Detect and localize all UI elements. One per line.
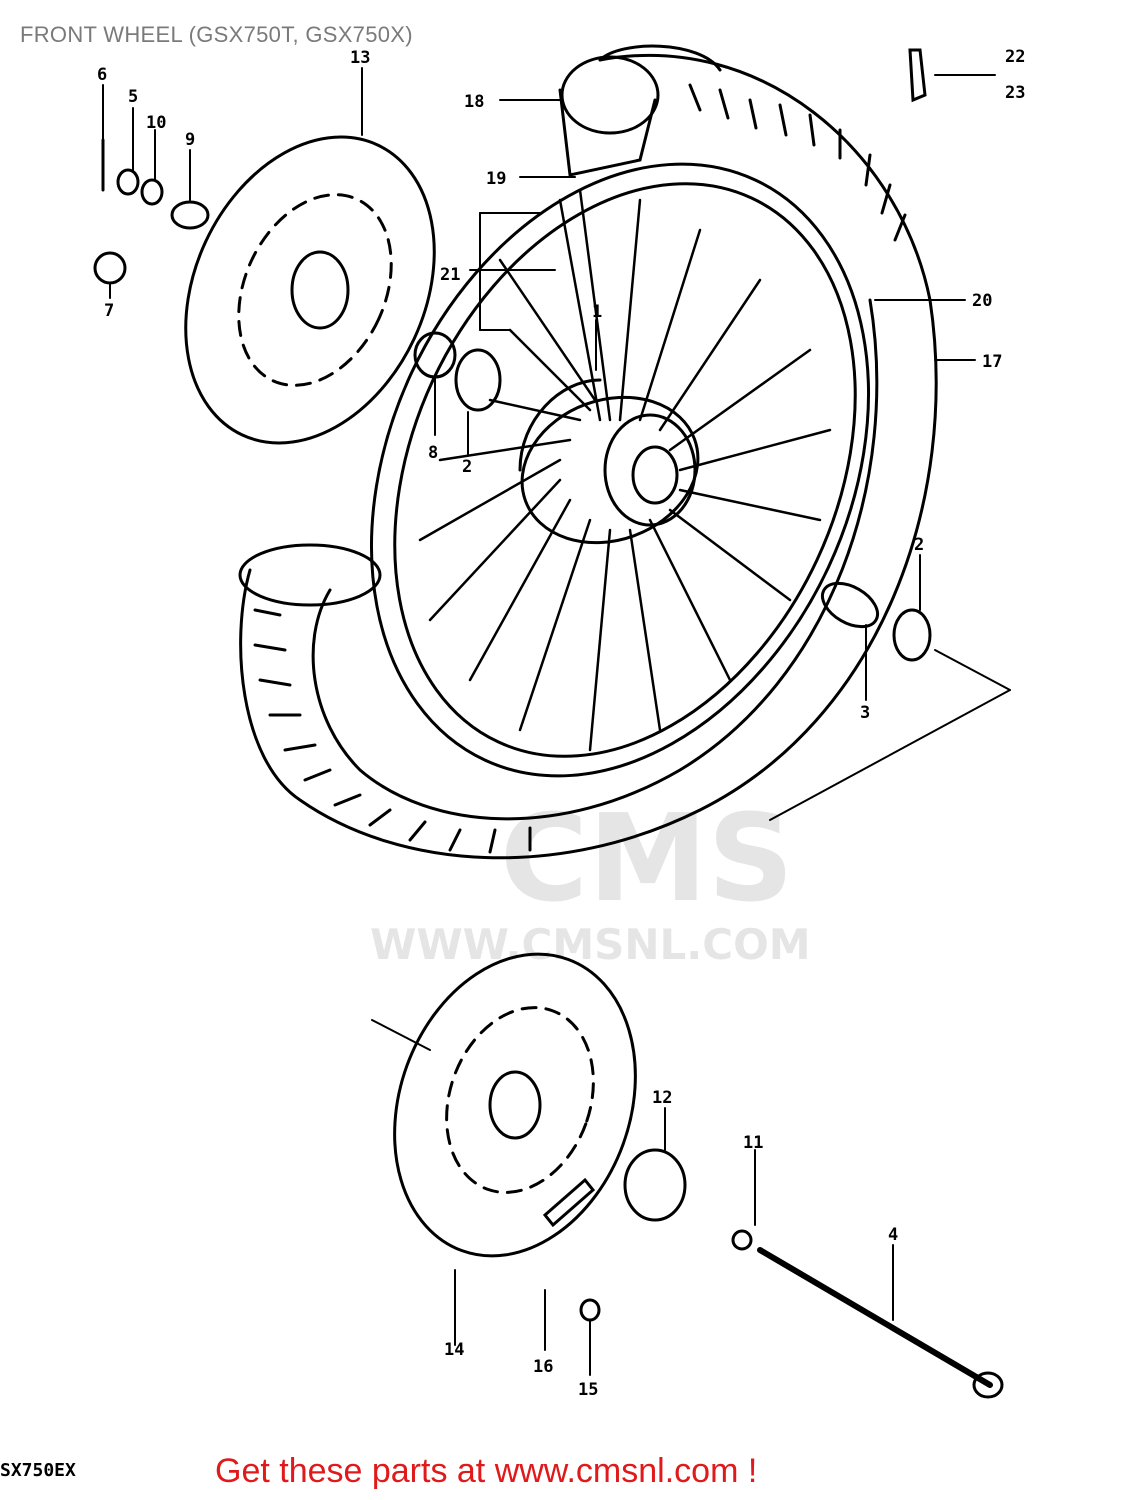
page-title: FRONT WHEEL (GSX750T, GSX750X) — [20, 22, 413, 47]
callout-3: 3 — [860, 703, 870, 723]
callout-10: 10 — [146, 113, 166, 133]
callout-labels: 6 5 10 9 7 13 18 19 21 1 8 2 2 3 20 17 2… — [97, 47, 1025, 1400]
callout-12: 12 — [652, 1088, 672, 1108]
callout-21: 21 — [440, 265, 460, 285]
callout-8: 8 — [428, 443, 438, 463]
callout-18: 18 — [464, 92, 484, 112]
callout-15: 15 — [578, 1380, 598, 1400]
callout-11: 11 — [743, 1133, 763, 1153]
rim-part — [370, 162, 870, 778]
callout-20: 20 — [972, 291, 992, 311]
watermark-brand: CMS — [500, 790, 794, 929]
callout-4: 4 — [888, 1225, 898, 1245]
callout-22: 22 — [1005, 47, 1025, 67]
small-parts — [93, 48, 1004, 1399]
callout-1: 1 — [592, 302, 602, 322]
callout-23: 23 — [1005, 83, 1025, 103]
watermark-url: WWW.CMSNL.COM — [370, 920, 811, 969]
callout-13: 13 — [350, 48, 370, 68]
callout-17: 17 — [982, 352, 1002, 372]
brake-disc-lower-part — [393, 952, 637, 1258]
hub-part — [518, 378, 700, 545]
callout-19: 19 — [486, 169, 506, 189]
callout-5: 5 — [128, 87, 138, 107]
callout-9: 9 — [185, 130, 195, 150]
brake-disc-upper-part — [184, 135, 436, 445]
tire-part — [238, 44, 938, 860]
callout-7: 7 — [104, 301, 114, 321]
leader-lines — [102, 67, 1011, 1376]
cta-link[interactable]: Get these parts at www.cmsnl.com ! — [215, 1452, 758, 1490]
spokes-part — [418, 188, 832, 752]
tire-tread — [253, 83, 907, 854]
callout-2: 2 — [462, 457, 472, 477]
callout-16: 16 — [533, 1357, 553, 1377]
callout-2b: 2 — [914, 535, 924, 555]
callout-6: 6 — [97, 65, 107, 85]
diagram-code: SX750EX — [0, 1460, 76, 1481]
callout-14: 14 — [444, 1340, 464, 1360]
